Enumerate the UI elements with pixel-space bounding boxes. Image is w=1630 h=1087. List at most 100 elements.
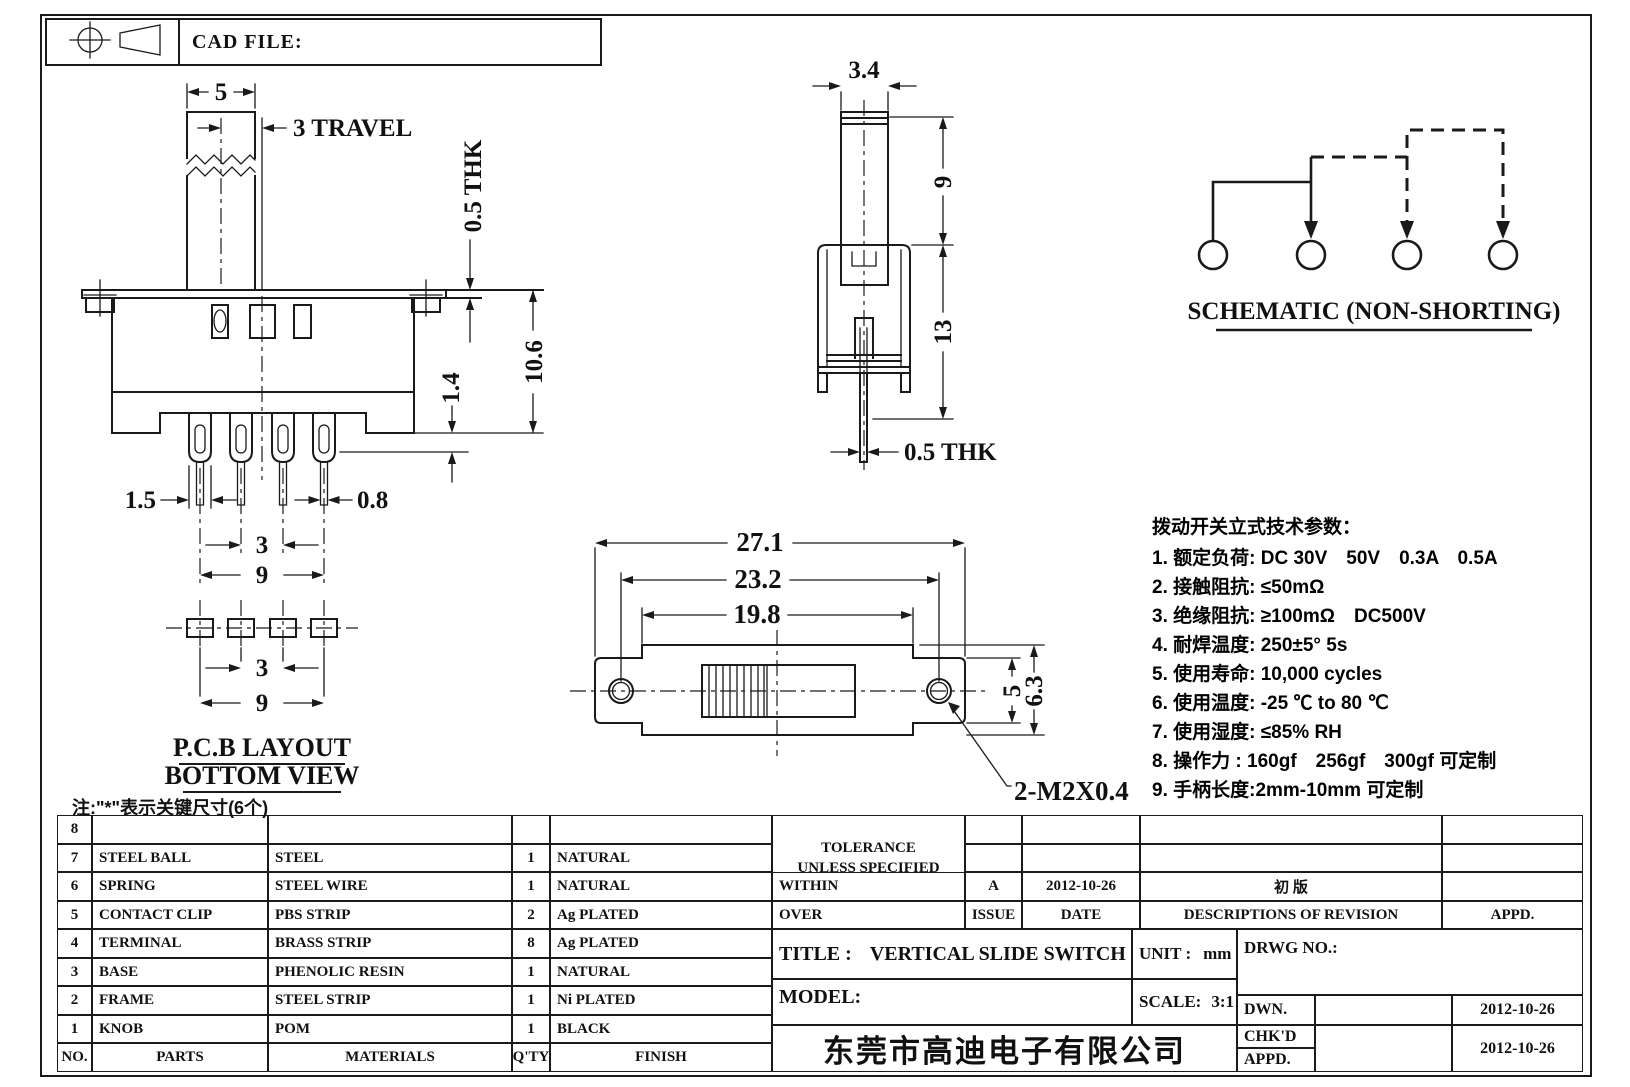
scale-label: SCALE: <box>1139 992 1202 1011</box>
page-border <box>40 14 1592 1077</box>
top-view-dimensions: 27.1 23.2 19.8 5 6.3 2-M2X0.4 <box>594 527 1129 806</box>
title-value: VERTICAL SLIDE SWITCH <box>869 942 1126 965</box>
appd-label: APPD. <box>1237 1048 1315 1072</box>
dim-height: 10.6 <box>521 340 548 384</box>
tech-param-item: 6. 使用温度: -25 ℃ to 80 ℃ <box>1152 693 1389 714</box>
descriptions-label: DESCRIPTIONS OF REVISION <box>1140 901 1442 929</box>
part-qty: 1 <box>512 1015 550 1043</box>
header-bar: CAD FILE: <box>45 18 602 66</box>
col-header-qty: Q'TY <box>512 1043 550 1072</box>
dim-pin-thk: 0.5 THK <box>904 439 997 466</box>
dim-overall-length: 27.1 <box>736 527 783 557</box>
part-qty: 1 <box>512 844 550 872</box>
revision-empty-cell <box>1022 815 1140 844</box>
part-name: CONTACT CLIP <box>92 901 268 929</box>
part-finish: NATURAL <box>550 844 772 872</box>
scale-cell: SCALE: 3:1 <box>1132 979 1237 1025</box>
pcb-layout-title: P.C.B LAYOUT <box>173 733 351 762</box>
col-header-finish: FINISH <box>550 1043 772 1072</box>
dim-handle-width: 5 <box>215 79 228 106</box>
part-material: STEEL WIRE <box>268 872 512 901</box>
dim-pad-span: 9 <box>256 690 269 717</box>
dim-hole-spacing: 23.2 <box>734 564 781 594</box>
part-no: 2 <box>57 986 92 1015</box>
chkd-date: 2012-10-26 <box>1452 1025 1583 1072</box>
bottom-view-title: BOTTOM VIEW <box>165 761 360 790</box>
scale-value: 3:1 <box>1211 992 1235 1011</box>
unit-value: mm <box>1203 944 1232 963</box>
part-material <box>268 815 512 844</box>
projection-symbol <box>47 20 180 64</box>
appd-column-label: APPD. <box>1442 901 1583 929</box>
tech-param-item: 4. 耐焊温度: 250±5° 5s <box>1152 635 1348 656</box>
key-dimension-note: 注:"*"表示关键尺寸(6个) <box>72 797 268 818</box>
revision-empty-cell <box>1140 815 1442 844</box>
drwg-no-cell: DRWG NO.: <box>1237 929 1583 995</box>
part-qty: 1 <box>512 872 550 901</box>
dim-overall-width: 6.3 <box>1021 675 1048 706</box>
tech-param-item: 1. 额定负荷: DC 30V 50V 0.3A 0.5A <box>1152 548 1498 569</box>
dim-pad-pitch: 3 <box>256 655 269 682</box>
dim-pin-width: 1.5 <box>125 487 156 514</box>
pcb-layout-dimensions: 3 9 P.C.B LAYOUT BOTTOM VIEW 注:"*"表示关键尺寸… <box>72 655 359 818</box>
part-finish: Ag PLATED <box>550 929 772 958</box>
part-material: STEEL STRIP <box>268 986 512 1015</box>
dim-pin-span: 9 <box>256 562 269 589</box>
tech-params-title: 拨动开关立式技术参数： <box>1152 517 1362 538</box>
schematic-title: SCHEMATIC (NON-SHORTING) <box>1188 298 1561 325</box>
front-view-dimensions: 5 3 TRAVEL 0.5 THK 10.6 1.4 1.5 0.8 <box>125 79 548 589</box>
dwn-date: 2012-10-26 <box>1452 995 1583 1025</box>
part-finish: NATURAL <box>550 872 772 901</box>
tolerance-line1: TOLERANCE <box>821 840 916 856</box>
projection-symbol-icon <box>69 21 161 59</box>
top-view-drawing <box>570 630 988 756</box>
part-name: KNOB <box>92 1015 268 1043</box>
cad-file-label: CAD FILE: <box>192 30 303 53</box>
chkd-label: CHK'D <box>1237 1025 1315 1048</box>
revision-date-value: 2012-10-26 <box>1022 872 1140 901</box>
tech-param-item: 3. 绝缘阻抗: ≥100mΩ DC500V <box>1152 606 1426 627</box>
part-qty: 1 <box>512 986 550 1015</box>
issue-label: ISSUE <box>965 901 1022 929</box>
issue-value: A <box>965 872 1022 901</box>
col-header-parts: PARTS <box>92 1043 268 1072</box>
part-finish: BLACK <box>550 1015 772 1043</box>
title-label: TITLE : <box>779 942 852 965</box>
company-name: 东莞市高迪电子有限公司 <box>772 1025 1237 1072</box>
part-no: 7 <box>57 844 92 872</box>
part-name <box>92 815 268 844</box>
dim-tail-width: 0.8 <box>357 487 388 514</box>
dim-shaft-width: 3.4 <box>848 57 880 84</box>
part-qty: 1 <box>512 958 550 986</box>
col-header-materials: MATERIALS <box>268 1043 512 1072</box>
title-cell: TITLE : VERTICAL SLIDE SWITCH <box>772 929 1132 979</box>
tech-param-item: 7. 使用湿度: ≤85% RH <box>1152 722 1342 743</box>
within-label: WITHIN <box>772 872 965 901</box>
dim-slot-length: 19.8 <box>733 599 780 629</box>
revision-empty-cell <box>965 815 1022 844</box>
revision-empty-cell <box>1022 844 1140 872</box>
tech-param-item: 2. 接触阻抗: ≤50mΩ <box>1152 577 1325 598</box>
part-material: BRASS STRIP <box>268 929 512 958</box>
part-material: STEEL <box>268 844 512 872</box>
revision-value: 初 版 <box>1140 872 1442 901</box>
dwn-signature-cell <box>1315 995 1452 1025</box>
dim-flange-thk: 0.5 THK <box>460 139 487 232</box>
part-no: 1 <box>57 1015 92 1043</box>
dim-travel: 3 TRAVEL <box>293 115 412 142</box>
side-view-drawing <box>816 100 912 470</box>
revision-empty-cell <box>1442 815 1583 844</box>
dim-pin-pitch: 3 <box>256 532 269 559</box>
dim-body-height: 13 <box>930 320 957 345</box>
revision-empty-cell <box>965 844 1022 872</box>
front-view-drawing <box>81 111 544 584</box>
part-no: 8 <box>57 815 92 844</box>
part-name: FRAME <box>92 986 268 1015</box>
part-name: BASE <box>92 958 268 986</box>
part-no: 6 <box>57 872 92 901</box>
part-material: PBS STRIP <box>268 901 512 929</box>
dim-standoff: 1.4 <box>438 372 465 404</box>
over-label: OVER <box>772 901 965 929</box>
unit-label: UNIT : <box>1139 944 1192 963</box>
